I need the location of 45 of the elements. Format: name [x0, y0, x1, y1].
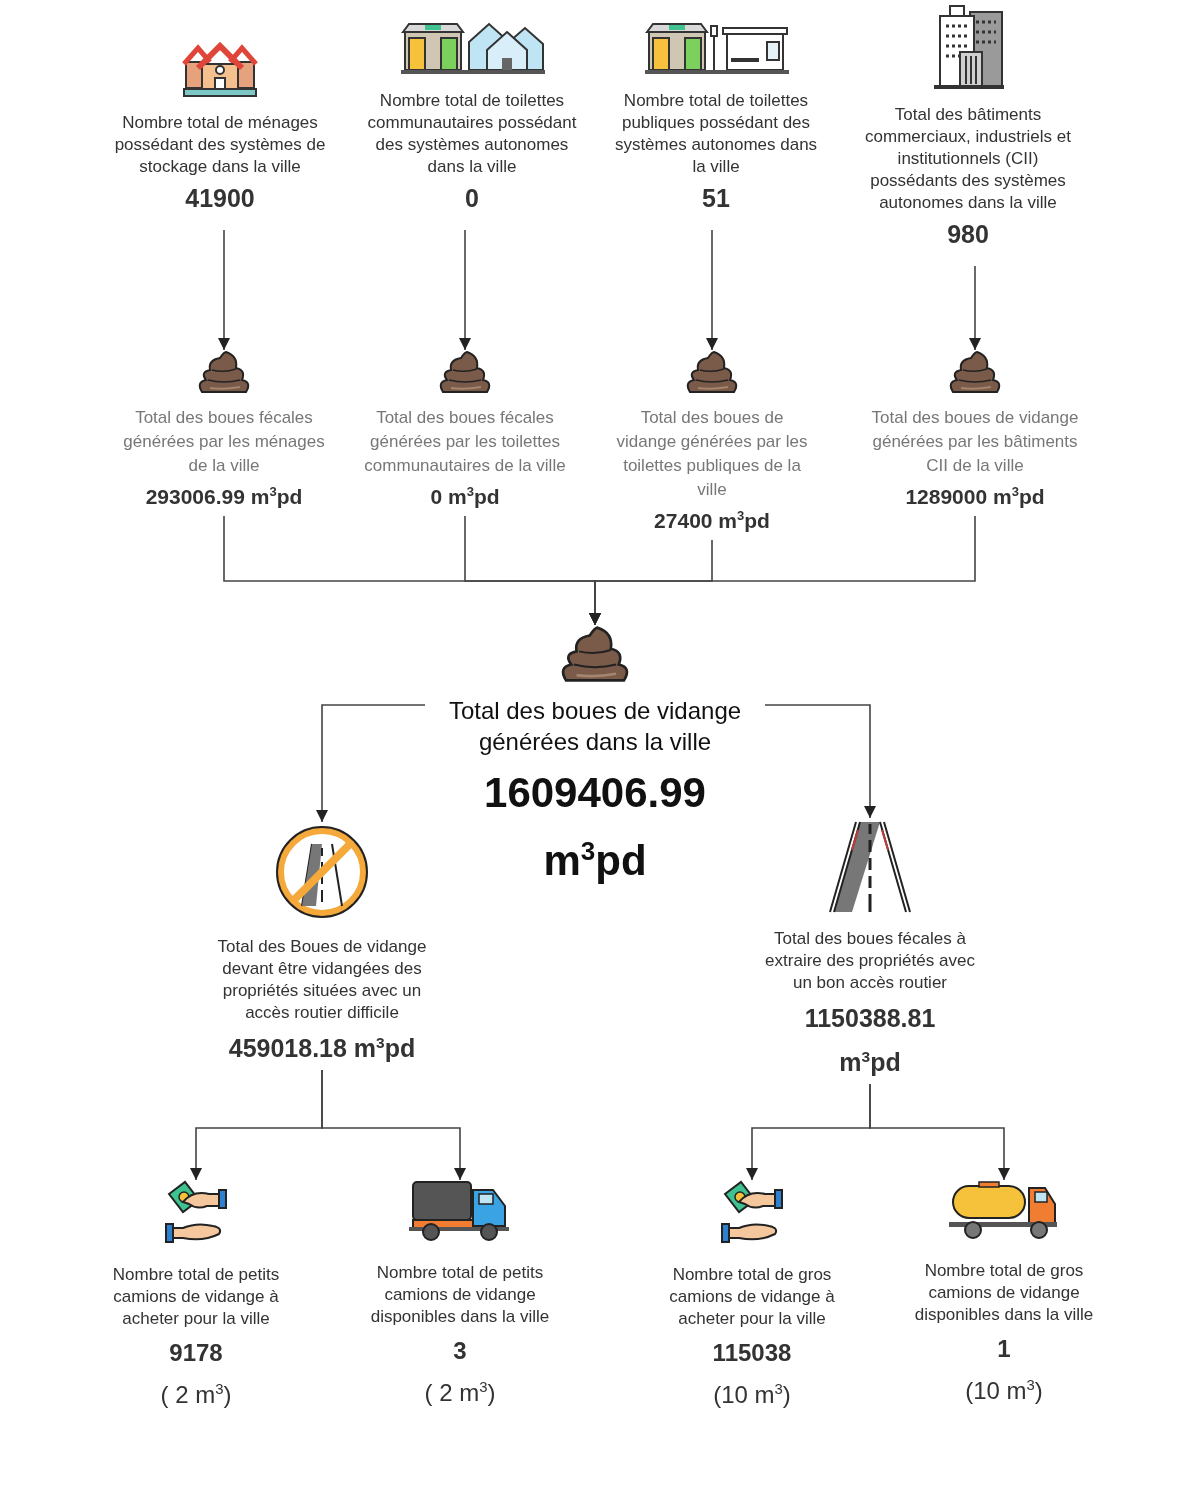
node-value: 27400 m$^{3}$pd: [654, 507, 770, 534]
node-value: 1609406.99: [484, 768, 706, 818]
arrow: [764, 704, 876, 819]
node-description: Total des boues fécales générées par les ménages de la ville: [122, 407, 326, 477]
node-unit: m$^{3}$pd: [543, 835, 647, 886]
arrow: [459, 229, 471, 351]
node-value: 1: [997, 1334, 1011, 1364]
arrow: [316, 704, 426, 823]
node-value: 51: [702, 183, 730, 214]
node-description: Nombre total de gros camions de vidange à acheter pour la ville: [668, 1264, 836, 1330]
node-value: 293006.99 m$^{3}$pd: [145, 483, 303, 510]
node-value: 41900: [185, 183, 255, 214]
arrow: [869, 1083, 1010, 1181]
node-value: 980: [947, 219, 989, 250]
node-description: Nombre total de toilettes communautaires possédant des systèmes autonomes dans la ville: [366, 90, 578, 178]
node-unit: ( 2 m$^{3}$): [160, 1380, 232, 1410]
arrow: [321, 1069, 466, 1181]
node-value: 115038: [712, 1338, 792, 1368]
node-description: Total des boues de vidange générées dans la ville: [447, 696, 743, 757]
node-description: Total des Boues de vidange devant être vidangées des propriétés situées avec un accès routier difficile: [216, 936, 428, 1024]
node-value: 0: [465, 183, 479, 214]
node-description: Total des boues de vidange générées par les toilettes publiques de la ville: [615, 407, 809, 501]
node-unit: m$^{3}$pd: [839, 1046, 901, 1078]
node-unit: (10 m$^{3}$): [713, 1380, 791, 1410]
node-description: Nombre total de petits camions de vidange à acheter pour la ville: [111, 1264, 281, 1330]
node-value: 0 m$^{3}$pd: [430, 483, 500, 510]
node-value: 1150388.81: [804, 1003, 936, 1034]
node-value: 9178: [169, 1338, 223, 1368]
node-unit: ( 2 m$^{3}$): [424, 1378, 496, 1408]
node-unit: (10 m$^{3}$): [965, 1376, 1043, 1406]
node-value: 3: [453, 1336, 467, 1366]
node-description: Nombre total de toilettes publiques possédant des systèmes autonomes dans la ville: [613, 90, 819, 178]
arrow: [969, 265, 981, 351]
node-value: 459018.18 m$^{3}$pd: [228, 1032, 416, 1064]
node-description: Total des boues de vidange générées par les bâtiments CII de la ville: [870, 407, 1080, 477]
arrow: [218, 229, 230, 351]
arrow: [706, 229, 718, 351]
node-description: Total des bâtiments commerciaux, industriels et institutionnels (CII) possédants des systèmes autonomes dans la ville: [864, 104, 1072, 214]
node-description: Total des boues fécales générées par les toilettes communautaires de la ville: [363, 407, 567, 477]
node-description: Nombre total de petits camions de vidange disponibles dans la ville: [369, 1262, 551, 1328]
node-description: Nombre total de ménages possédant des systèmes de stockage dans la ville: [113, 112, 327, 178]
node-description: Nombre total de gros camions de vidange disponibles dans la ville: [913, 1260, 1095, 1326]
node-description: Total des boues fécales à extraire des propriétés avec un bon accès routier: [764, 928, 976, 994]
node-value: 1289000 m$^{3}$pd: [905, 483, 1045, 510]
arrow: [589, 515, 976, 626]
